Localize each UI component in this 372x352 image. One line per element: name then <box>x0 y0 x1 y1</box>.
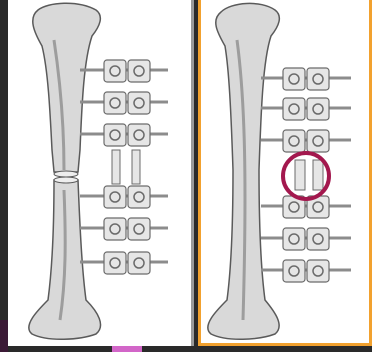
upper-bone-fragment <box>33 3 101 172</box>
bottom-accent-strip <box>0 320 8 352</box>
panel-left-external-fixator <box>8 0 194 346</box>
panel-right-external-fixator <box>198 0 372 346</box>
right-connector-rods <box>295 160 323 190</box>
right-bone-fixator-illustration <box>201 0 369 343</box>
left-connector-rods <box>112 150 140 184</box>
left-clamp-stack <box>104 60 150 274</box>
right-pins <box>261 78 351 270</box>
bottom-magenta-accent <box>112 346 142 352</box>
upper-fracture-end <box>54 171 78 177</box>
lower-fracture-end <box>54 177 78 183</box>
left-bone-fixator-illustration <box>8 0 194 346</box>
